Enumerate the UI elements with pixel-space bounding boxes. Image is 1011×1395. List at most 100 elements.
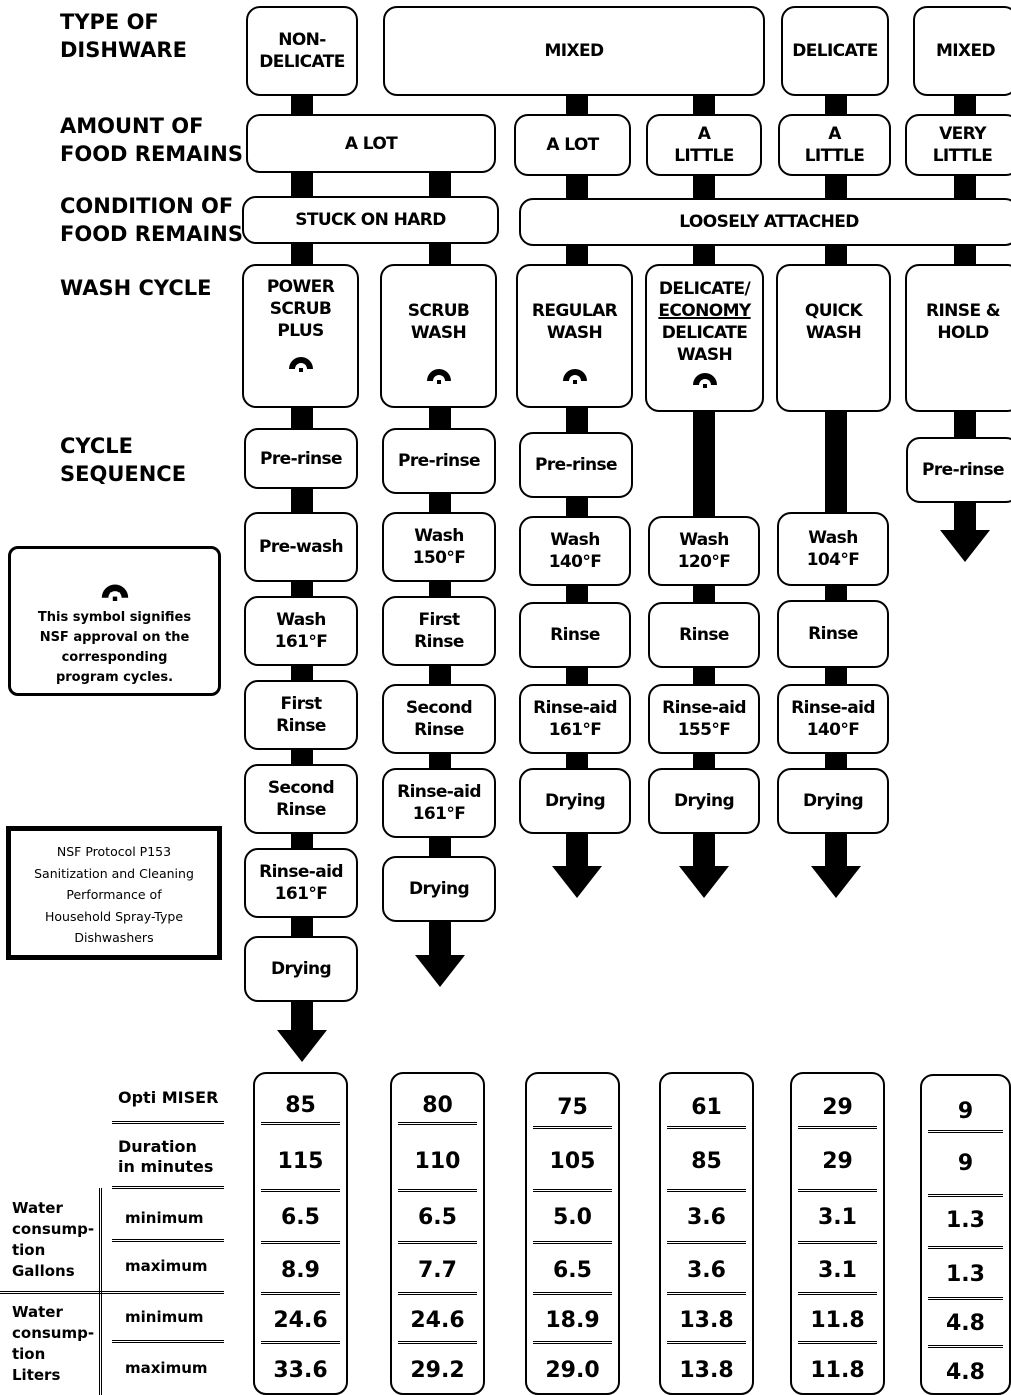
label-liters-maximum: maximum [125, 1359, 208, 1377]
value-liters-max: 29.2 [410, 1358, 465, 1383]
separator [112, 1340, 224, 1343]
step-box: Drying [777, 768, 889, 834]
value-gallons-max: 7.7 [418, 1258, 457, 1283]
value-opti-miser: 75 [557, 1095, 588, 1120]
step-box: Pre-wash [244, 512, 358, 582]
nsf-mark-text: NSF [296, 364, 305, 370]
value-gallons-min: 1.3 [946, 1208, 985, 1233]
cycle-name: QUICK WASH [804, 301, 863, 343]
separator [798, 1292, 877, 1295]
label-duration: Duration in minutes [118, 1137, 214, 1176]
value-liters-min: 11.8 [810, 1308, 865, 1333]
label-gallons-maximum: maximum [125, 1257, 208, 1275]
step-box: Rinse [519, 602, 631, 668]
connector [291, 95, 313, 120]
connector [825, 176, 847, 200]
dishware-mixed-2: MIXED [913, 6, 1011, 96]
step-box: Wash 120°F [648, 516, 760, 586]
arrow-down-icon [940, 530, 990, 562]
arrow-down-icon [552, 866, 602, 898]
value-opti-miser: 61 [691, 1095, 722, 1120]
value-liters-min: 18.9 [545, 1308, 600, 1333]
nsf-mark-text: NSF [700, 380, 709, 386]
cycle-rinse-hold: RINSE & HOLD [905, 264, 1011, 412]
separator [261, 1341, 340, 1344]
step-box: Wash 104°F [777, 512, 889, 586]
arrow-down-icon [811, 866, 861, 898]
food-amount-a-lot: A LOT [246, 114, 496, 173]
value-gallons-max: 8.9 [281, 1258, 320, 1283]
separator [398, 1189, 477, 1192]
step-box: Second Rinse [244, 764, 358, 834]
nsf-mark-icon: NSF [426, 369, 451, 384]
connector [291, 243, 313, 265]
separator [533, 1292, 612, 1295]
value-liters-min: 13.8 [679, 1308, 734, 1333]
separator [398, 1292, 477, 1295]
step-box: First Rinse [244, 680, 358, 750]
value-gallons-max: 3.6 [687, 1258, 726, 1283]
cycle-power-scrub-plus: POWER SCRUB PLUS NSF [242, 264, 359, 408]
step-box: Pre-rinse [519, 432, 633, 498]
step-box: Pre-rinse [382, 428, 496, 494]
connector [954, 95, 976, 120]
value-duration: 29 [822, 1149, 853, 1174]
connector [954, 245, 976, 265]
connector [429, 243, 451, 265]
separator [398, 1241, 477, 1244]
step-box: Rinse [648, 602, 760, 668]
separator [398, 1122, 477, 1125]
separator [798, 1241, 877, 1244]
cycle-name: SCRUB WASH [407, 301, 470, 343]
connector [693, 245, 715, 265]
separator [667, 1241, 746, 1244]
cycle-name-top: DELICATE/ [658, 279, 751, 299]
connector [825, 245, 847, 265]
value-opti-miser: 85 [285, 1093, 316, 1118]
value-liters-max: 13.8 [679, 1358, 734, 1383]
separator [667, 1341, 746, 1344]
step-box: Drying [244, 936, 358, 1002]
food-amount-a-little: A LITTLE [646, 114, 762, 176]
step-box: Drying [648, 768, 760, 834]
step-box: Wash 161°F [244, 596, 358, 666]
row-label-cycle-sequence: CYCLE SEQUENCE [60, 434, 187, 486]
value-opti-miser: 29 [822, 1095, 853, 1120]
separator [928, 1345, 1003, 1348]
value-opti-miser: 9 [957, 1099, 974, 1124]
step-box: Rinse-aid 161°F [382, 768, 496, 838]
value-gallons-max: 3.1 [818, 1258, 857, 1283]
cycle-quick-wash: QUICK WASH [776, 264, 891, 412]
value-liters-max: 29.0 [545, 1358, 600, 1383]
value-liters-max: 4.8 [946, 1360, 985, 1385]
step-box: Pre-rinse [906, 437, 1011, 503]
step-box: Rinse-aid 161°F [519, 684, 631, 754]
value-gallons-min: 5.0 [553, 1205, 592, 1230]
value-gallons-min: 3.6 [687, 1205, 726, 1230]
step-box: Pre-rinse [244, 428, 358, 489]
nsf-mark-text: NSF [570, 376, 579, 382]
nsf-protocol-note: NSF Protocol P153 Sanitization and Clean… [6, 826, 222, 960]
step-box: First Rinse [382, 596, 496, 666]
connector [825, 95, 847, 120]
connector [693, 95, 715, 120]
connector [693, 176, 715, 200]
label-opti-miser: Opti MISER [118, 1088, 219, 1107]
step-box: Second Rinse [382, 684, 496, 754]
step-box: Rinse-aid 161°F [244, 848, 358, 918]
separator [261, 1122, 340, 1125]
connector [429, 172, 451, 198]
label-water-gallons: Water consump- tion Gallons [12, 1199, 95, 1280]
value-liters-min: 4.8 [946, 1311, 985, 1336]
connector [291, 172, 313, 198]
value-gallons-min: 3.1 [818, 1205, 857, 1230]
nsf-mark-text: NSF [109, 593, 120, 599]
value-duration: 110 [414, 1149, 461, 1174]
cycle-delicate-economy: DELICATE/ ECONOMY DELICATE WASH NSF [645, 264, 764, 412]
nsf-mark-icon: NSF [562, 369, 587, 384]
arrow-down-icon [415, 955, 465, 987]
separator [667, 1189, 746, 1192]
step-box: Drying [382, 856, 496, 922]
row-label-food-condition: CONDITION OF FOOD REMAINS [60, 194, 243, 246]
